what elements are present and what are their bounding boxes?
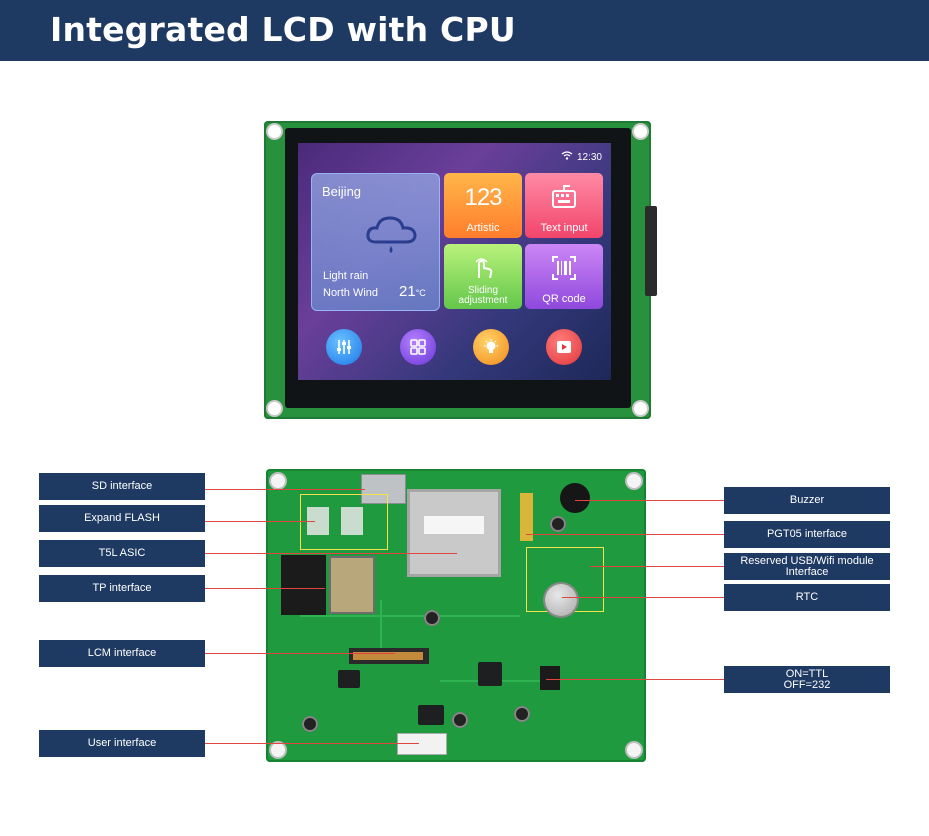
tile-label: Sliding adjustment xyxy=(458,285,508,306)
callout-ttl-232: ON=TTL OFF=232 xyxy=(724,666,890,693)
callout-lcm-interface: LCM interface xyxy=(39,640,205,667)
sliders-icon xyxy=(337,340,351,354)
leader-line xyxy=(205,653,395,654)
leader-line xyxy=(546,679,724,680)
weather-condition: Light rain xyxy=(323,270,369,282)
tile-label: Text input xyxy=(540,222,588,234)
mount-hole xyxy=(627,474,641,488)
callout-t5l-asic: T5L ASIC xyxy=(39,540,205,567)
tile-label: QR code xyxy=(542,293,586,305)
capacitor xyxy=(514,706,530,722)
weather-card[interactable]: Beijing Light rain North Wind 21°C xyxy=(311,173,440,311)
side-connector xyxy=(645,206,657,296)
leader-line xyxy=(590,566,724,567)
lcd-screen: 12:30 Beijing Light rain North Wind 21°C… xyxy=(298,143,611,380)
mount-hole xyxy=(634,402,647,415)
ic-chip xyxy=(418,705,444,725)
header-banner: Integrated LCD with CPU xyxy=(0,0,929,61)
buzzer-component xyxy=(560,483,590,513)
mount-hole xyxy=(271,743,285,757)
callout-buzzer: Buzzer xyxy=(724,487,890,514)
wifi-icon xyxy=(561,151,573,163)
leader-line xyxy=(205,743,419,744)
rtc-battery xyxy=(545,584,577,616)
mount-hole xyxy=(627,743,641,757)
qr-code-icon xyxy=(550,254,578,287)
ttl-232-jumper xyxy=(540,666,560,690)
weather-temperature: 21°C xyxy=(399,283,426,300)
settings-app-button[interactable] xyxy=(326,329,362,365)
flash-area xyxy=(300,494,388,550)
lightbulb-icon xyxy=(484,339,498,353)
callout-tp-interface: TP interface xyxy=(39,575,205,602)
capacitor xyxy=(452,712,468,728)
grid-apps-icon xyxy=(410,339,426,355)
capacitor xyxy=(302,716,318,732)
tile-qr-code[interactable]: QR code xyxy=(525,244,603,309)
pcb-trace xyxy=(380,600,382,660)
video-button[interactable] xyxy=(546,329,582,365)
artistic-number: 123 xyxy=(464,184,502,211)
lcm-connector xyxy=(349,648,429,664)
tile-artistic[interactable]: 123 Artistic xyxy=(444,173,522,238)
callout-expand-flash: Expand FLASH xyxy=(39,505,205,532)
mount-hole xyxy=(634,125,647,138)
tp-connector xyxy=(281,555,326,615)
leader-line xyxy=(562,597,724,598)
callout-user-interface: User interface xyxy=(39,730,205,757)
leader-line xyxy=(526,534,724,535)
ic-chip xyxy=(478,662,502,686)
tile-sliding-adjustment[interactable]: Sliding adjustment xyxy=(444,244,522,309)
leader-line xyxy=(205,553,457,554)
apps-button[interactable] xyxy=(400,329,436,365)
pcb-trace xyxy=(300,615,520,617)
status-bar: 12:30 xyxy=(561,151,602,163)
leader-line xyxy=(575,500,724,501)
tile-label: Artistic xyxy=(466,222,500,234)
user-connector xyxy=(397,733,447,755)
callout-pgt05-interface: PGT05 interface xyxy=(724,521,890,548)
pgt05-header xyxy=(520,493,533,541)
t5l-asic-chip xyxy=(407,489,501,577)
capacitor xyxy=(424,610,440,626)
leader-line xyxy=(205,489,365,490)
status-time: 12:30 xyxy=(576,152,602,163)
leader-line xyxy=(205,588,325,589)
keyboard-icon xyxy=(550,183,578,216)
mount-hole xyxy=(268,125,281,138)
mount-hole xyxy=(268,402,281,415)
rain-cloud-icon xyxy=(364,212,420,261)
weather-wind: North Wind xyxy=(323,287,379,299)
hand-swipe-icon xyxy=(469,254,497,287)
tile-text-input[interactable]: Text input xyxy=(525,173,603,238)
mount-hole xyxy=(271,474,285,488)
callout-rtc: RTC xyxy=(724,584,890,611)
page-title: Integrated LCD with CPU xyxy=(50,10,516,49)
capacitor xyxy=(550,516,566,532)
ic-chip xyxy=(338,670,360,688)
light-button[interactable] xyxy=(473,329,509,365)
leader-line xyxy=(205,521,315,522)
tp-pad xyxy=(329,556,375,614)
callout-usb-wifi: Reserved USB/Wifi module Interface xyxy=(724,553,890,580)
callout-sd-interface: SD interface xyxy=(39,473,205,500)
play-icon xyxy=(557,341,571,353)
weather-city: Beijing xyxy=(322,184,362,199)
